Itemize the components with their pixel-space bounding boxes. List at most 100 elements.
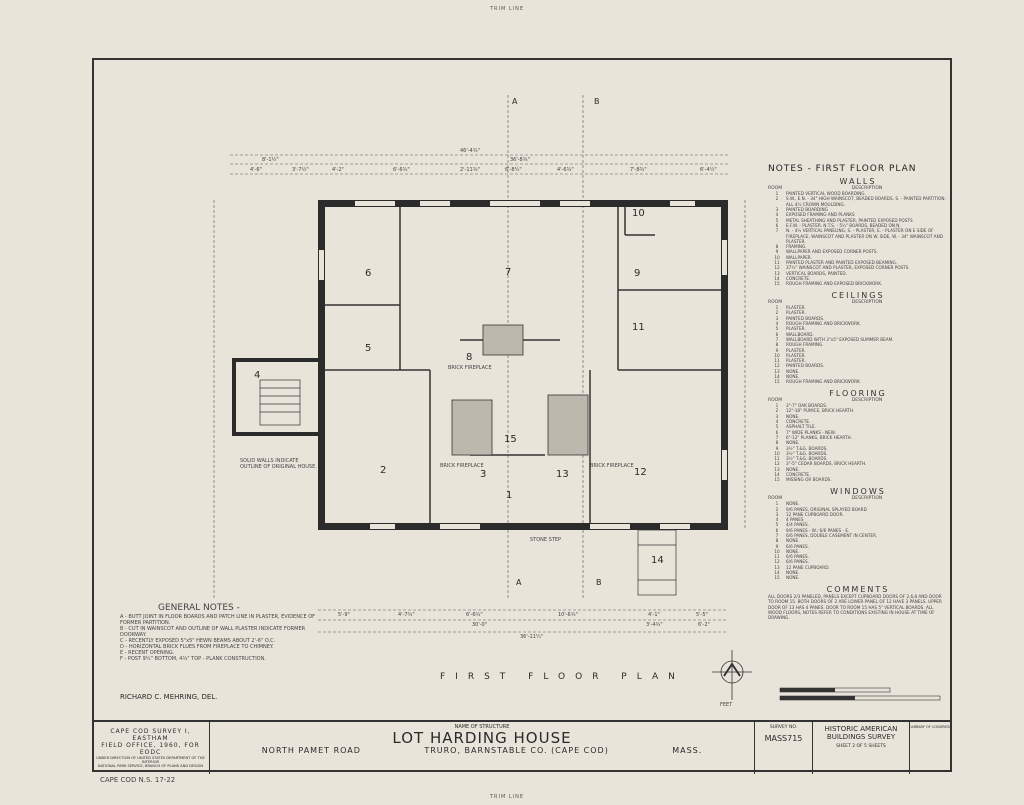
fireplace-rear (482, 324, 524, 356)
note-room: 13 (774, 466, 780, 472)
dim-seg: 2'-11¾" (460, 167, 480, 173)
note-room: 10 (774, 254, 780, 260)
room-4: 4 (254, 370, 261, 381)
sheet-reference: CAPE COD N.S. 17-22 (100, 776, 176, 784)
note-description: ROUGH FRAMING. (786, 342, 824, 348)
note-description: 6/6 PANES. (786, 554, 809, 560)
ell-wall-north (232, 358, 318, 362)
note-description: EXPOSED FRAMING AND PLANKS (786, 212, 855, 218)
room-13: 13 (556, 469, 569, 480)
note-description: 3½" T.&G. BOARDS. (786, 450, 828, 456)
library-label: LIBRARY OF CONGRESS (910, 725, 952, 729)
note-description: PAINTED BOARDS. (786, 315, 825, 321)
note-description: PLASTER. (786, 326, 806, 332)
note-description: NONE. (786, 575, 800, 581)
room-column-header: ROOM (768, 299, 783, 305)
note-room: 5 (775, 326, 779, 332)
note-description: PAINTED PLASTER AND PAINTED EXPOSED BEAM… (786, 260, 898, 266)
description-column-header: DESCRIPTION (851, 299, 883, 305)
dim-bottom-overall: 36'-11¼" (520, 634, 544, 640)
note-room: 14 (774, 373, 780, 379)
note-description: CONCRETE. (786, 419, 811, 425)
note-description: 12 PANE CUPBOARD. (786, 564, 830, 570)
library-cell: LIBRARY OF CONGRESS (910, 722, 952, 774)
dim-seg: 4'-2" (332, 167, 344, 173)
plan-title: FIRST FLOOR PLAN (440, 672, 685, 682)
room-column-header: ROOM (768, 397, 783, 403)
notes-title: NOTES - FIRST FLOOR PLAN (768, 164, 917, 174)
note-room: 14 (774, 472, 780, 478)
note-room: 15 (774, 477, 780, 483)
room-column-header: ROOM (768, 185, 783, 191)
note-room: 7 (775, 533, 779, 538)
dim-bottom-sub: 30'-0" (472, 622, 488, 628)
section-mark-a-bottom: A (516, 578, 522, 587)
note-room: 6 (775, 331, 779, 337)
note-room: 5 (775, 522, 779, 528)
sheet-number: SHEET 2 OF 5 SHEETS (836, 744, 886, 749)
dim-main: 36'-8¾" (510, 157, 530, 163)
note-room: 6 (775, 222, 779, 228)
note-description: METAL SHEATHING AND PLASTER, PAINTED EXP… (786, 217, 913, 223)
dim-bottom-sub: 6'-2" (698, 622, 710, 628)
wall-east (721, 200, 728, 530)
note-room: 12 (774, 363, 780, 369)
ell-wall-south (232, 432, 318, 436)
habs-line: HISTORIC AMERICAN (824, 725, 898, 733)
note-room: 1 (775, 305, 779, 311)
note-room: 8 (775, 440, 779, 446)
notes-heading-ceilings: CEILINGS (831, 290, 885, 300)
note-room: 9 (775, 347, 779, 353)
note-room: 14 (774, 570, 780, 576)
general-note: E - RECENT OPENING. (120, 650, 175, 656)
note-room: 7 (775, 336, 779, 342)
note-row: 5 PLASTER. (768, 326, 948, 331)
note-room: 11 (774, 358, 780, 364)
note-room: 6 (775, 429, 779, 435)
note-description: 3½" T.&G. BOARDS. (786, 456, 828, 462)
note-room: 5 (775, 217, 779, 223)
label-brick-fireplace-rear: BRICK FIREPLACE (448, 365, 492, 371)
note-description: NONE. (786, 548, 800, 554)
dim-seg: 7'-8¾" (630, 167, 647, 173)
label-stone-step: STONE STEP (530, 537, 562, 543)
note-room: 8 (775, 342, 779, 348)
room-15: 15 (504, 434, 517, 445)
window-openings (319, 201, 727, 529)
note-room: 2 (775, 196, 779, 202)
description-column-header: DESCRIPTION (851, 397, 883, 403)
state: MASS. (672, 746, 703, 755)
fireplace-right (547, 394, 589, 456)
note-description: 6/6 PANES, DOUBLE CASEMENT IN CENTER. (786, 533, 878, 538)
dim-overall: 46'-4¾" (460, 148, 480, 154)
note-room: 11 (774, 260, 780, 266)
notes-heading-comments: COMMENTS (826, 584, 890, 594)
note-description: NONE. (786, 538, 800, 544)
note-description: S.W., E.N. - 34" HIGH WAINSCOT, BEADED B… (786, 196, 946, 207)
note-room: 2 (775, 408, 779, 414)
general-notes-title: GENERAL NOTES - (158, 603, 240, 613)
note-room: 4 (775, 212, 779, 218)
wall-west (318, 200, 325, 530)
note-description: NONE. (786, 466, 800, 472)
habs-line: BUILDINGS SURVEY (826, 733, 896, 741)
